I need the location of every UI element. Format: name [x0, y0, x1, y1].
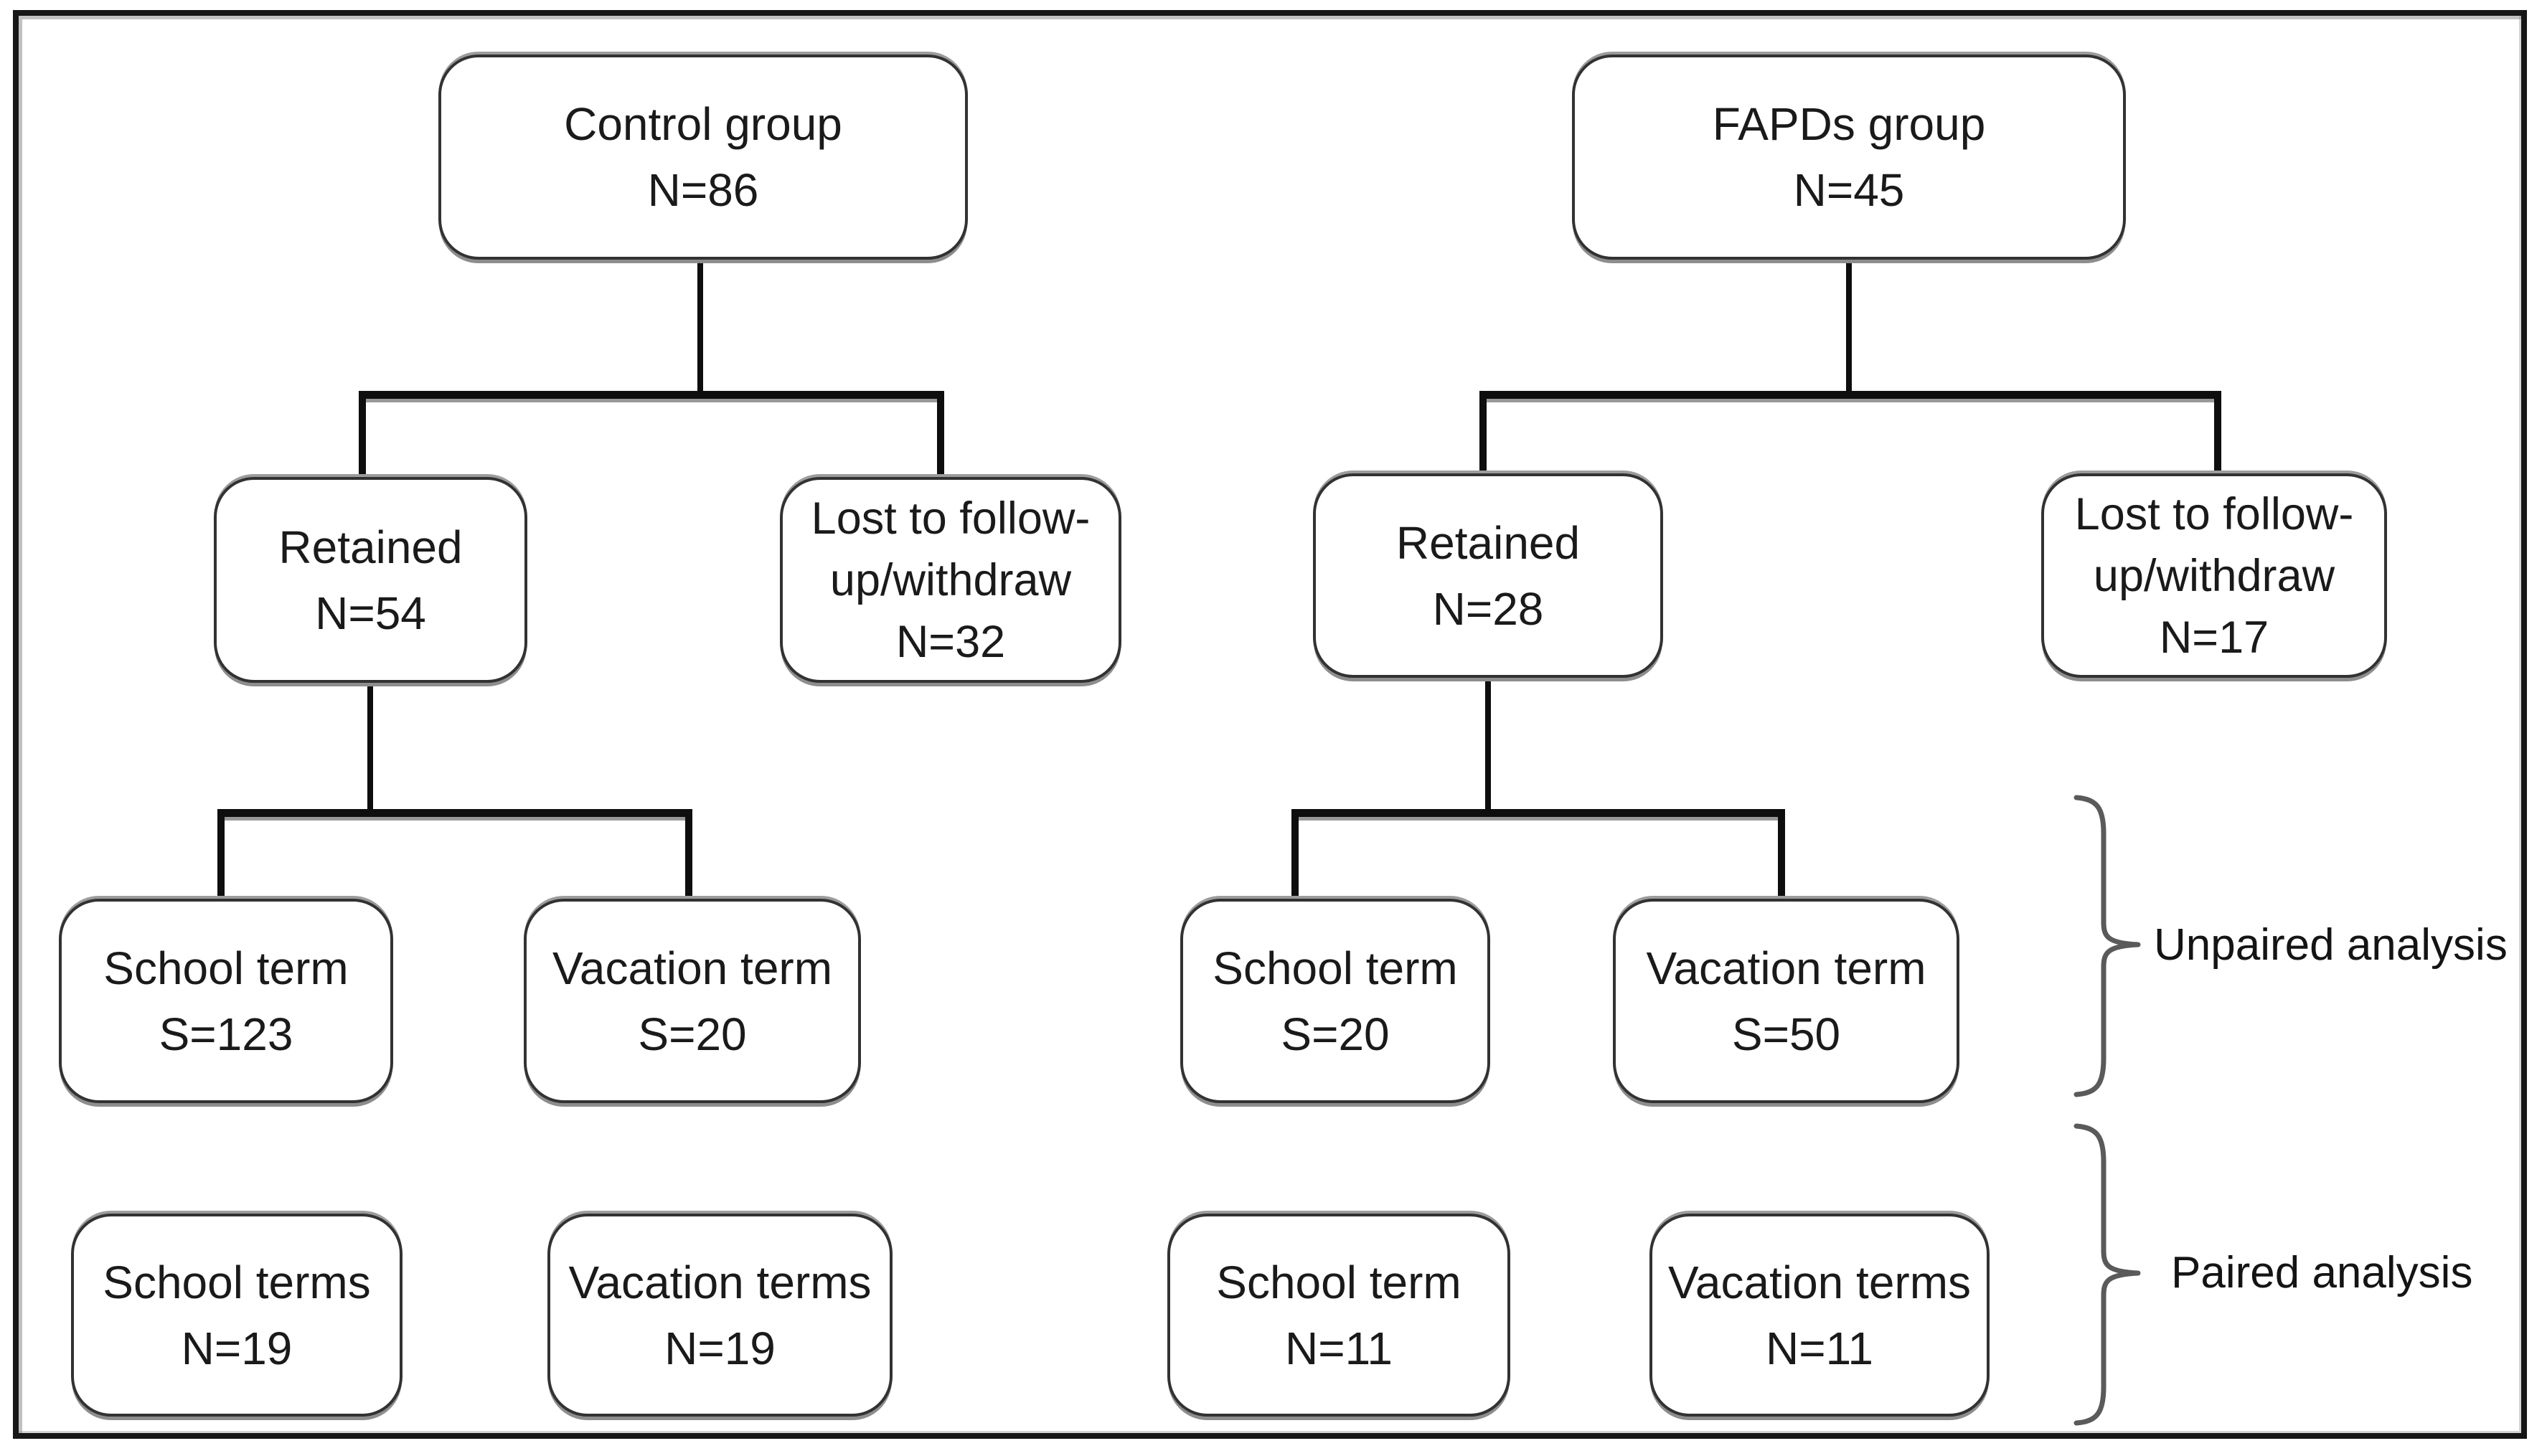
node-title: Lost to follow- [811, 493, 1091, 544]
figure-border [13, 10, 2527, 1439]
paired-analysis-label: Paired analysis [2171, 1248, 2473, 1297]
node-title: Retained [278, 521, 463, 573]
connector-fapds-drop-lost [2214, 391, 2221, 476]
connector-fapds-drop-school [1291, 809, 1299, 901]
node-count: N=17 [2159, 612, 2269, 663]
node-fapds-group: FAPDs group N=45 [1572, 55, 2126, 260]
node-title: School term [1213, 942, 1458, 994]
node-fapds-school-paired: School term N=11 [1167, 1214, 1510, 1417]
node-fapds-retained: Retained N=28 [1313, 473, 1663, 678]
node-count: N=45 [1793, 164, 1905, 216]
node-count: N=86 [647, 164, 759, 216]
node-count: S=50 [1731, 1008, 1841, 1060]
unpaired-analysis-label: Unpaired analysis [2154, 920, 2508, 970]
connector-fapds-retained-stem [1485, 676, 1491, 817]
node-title: Vacation term [1646, 942, 1926, 994]
node-fapds-lost: Lost to follow- up/withdraw N=17 [2041, 473, 2387, 678]
node-fapds-vacation-unpaired: Vacation term S=50 [1613, 899, 1959, 1103]
node-fapds-vacation-paired: Vacation terms N=11 [1649, 1214, 1990, 1417]
node-count: S=20 [1281, 1008, 1390, 1060]
connector-control-stem [697, 258, 703, 399]
connector-control-drop-lost [937, 391, 944, 479]
node-title: Lost to follow- [2074, 488, 2354, 539]
connector-fapds-drop-retained [1479, 391, 1487, 476]
node-title: Vacation terms [1667, 1256, 1972, 1308]
node-control-school-unpaired: School term S=123 [59, 899, 393, 1103]
connector-fapds-stem [1846, 258, 1852, 399]
node-count: N=32 [895, 616, 1006, 667]
curly-brace-paired-icon [2073, 1123, 2141, 1426]
connector-control-retained-branch [217, 809, 692, 817]
node-title: School term [1216, 1256, 1461, 1308]
node-count: N=11 [1284, 1322, 1393, 1374]
connector-control-retained-stem [367, 681, 373, 817]
node-count: N=19 [181, 1322, 293, 1374]
node-title: School terms [103, 1256, 371, 1308]
connector-control-drop-retained [359, 391, 366, 479]
connector-control-branch [359, 391, 944, 399]
node-count: N=11 [1765, 1322, 1874, 1374]
connector-fapds-drop-vacation [1778, 809, 1785, 901]
node-control-lost: Lost to follow- up/withdraw N=32 [780, 477, 1121, 683]
node-title: Retained [1395, 516, 1581, 569]
connector-fapds-branch [1479, 391, 2221, 399]
node-count: S=20 [638, 1008, 747, 1060]
connector-control-drop-vacation [685, 809, 692, 901]
node-count: N=54 [315, 587, 426, 639]
node-control-school-paired: School terms N=19 [71, 1214, 403, 1417]
node-title: Control group [564, 98, 842, 150]
connector-fapds-retained-branch [1291, 809, 1785, 817]
node-title: Vacation term [552, 942, 833, 994]
node-count: N=28 [1432, 582, 1544, 635]
node-control-group: Control group N=86 [438, 55, 968, 260]
connector-control-drop-school [217, 809, 225, 901]
node-title: School term [103, 942, 349, 994]
curly-brace-unpaired-icon [2073, 795, 2141, 1097]
node-control-retained: Retained N=54 [214, 477, 527, 683]
node-title: FAPDs group [1712, 98, 1986, 150]
node-fapds-school-unpaired: School term S=20 [1180, 899, 1490, 1103]
node-control-vacation-unpaired: Vacation term S=20 [524, 899, 861, 1103]
node-count: S=123 [159, 1008, 293, 1060]
node-title2: up/withdraw [2093, 550, 2335, 601]
node-control-vacation-paired: Vacation terms N=19 [547, 1214, 893, 1417]
node-count: N=19 [664, 1322, 776, 1374]
node-title: Vacation terms [568, 1256, 872, 1308]
node-title2: up/withdraw [829, 554, 1072, 605]
